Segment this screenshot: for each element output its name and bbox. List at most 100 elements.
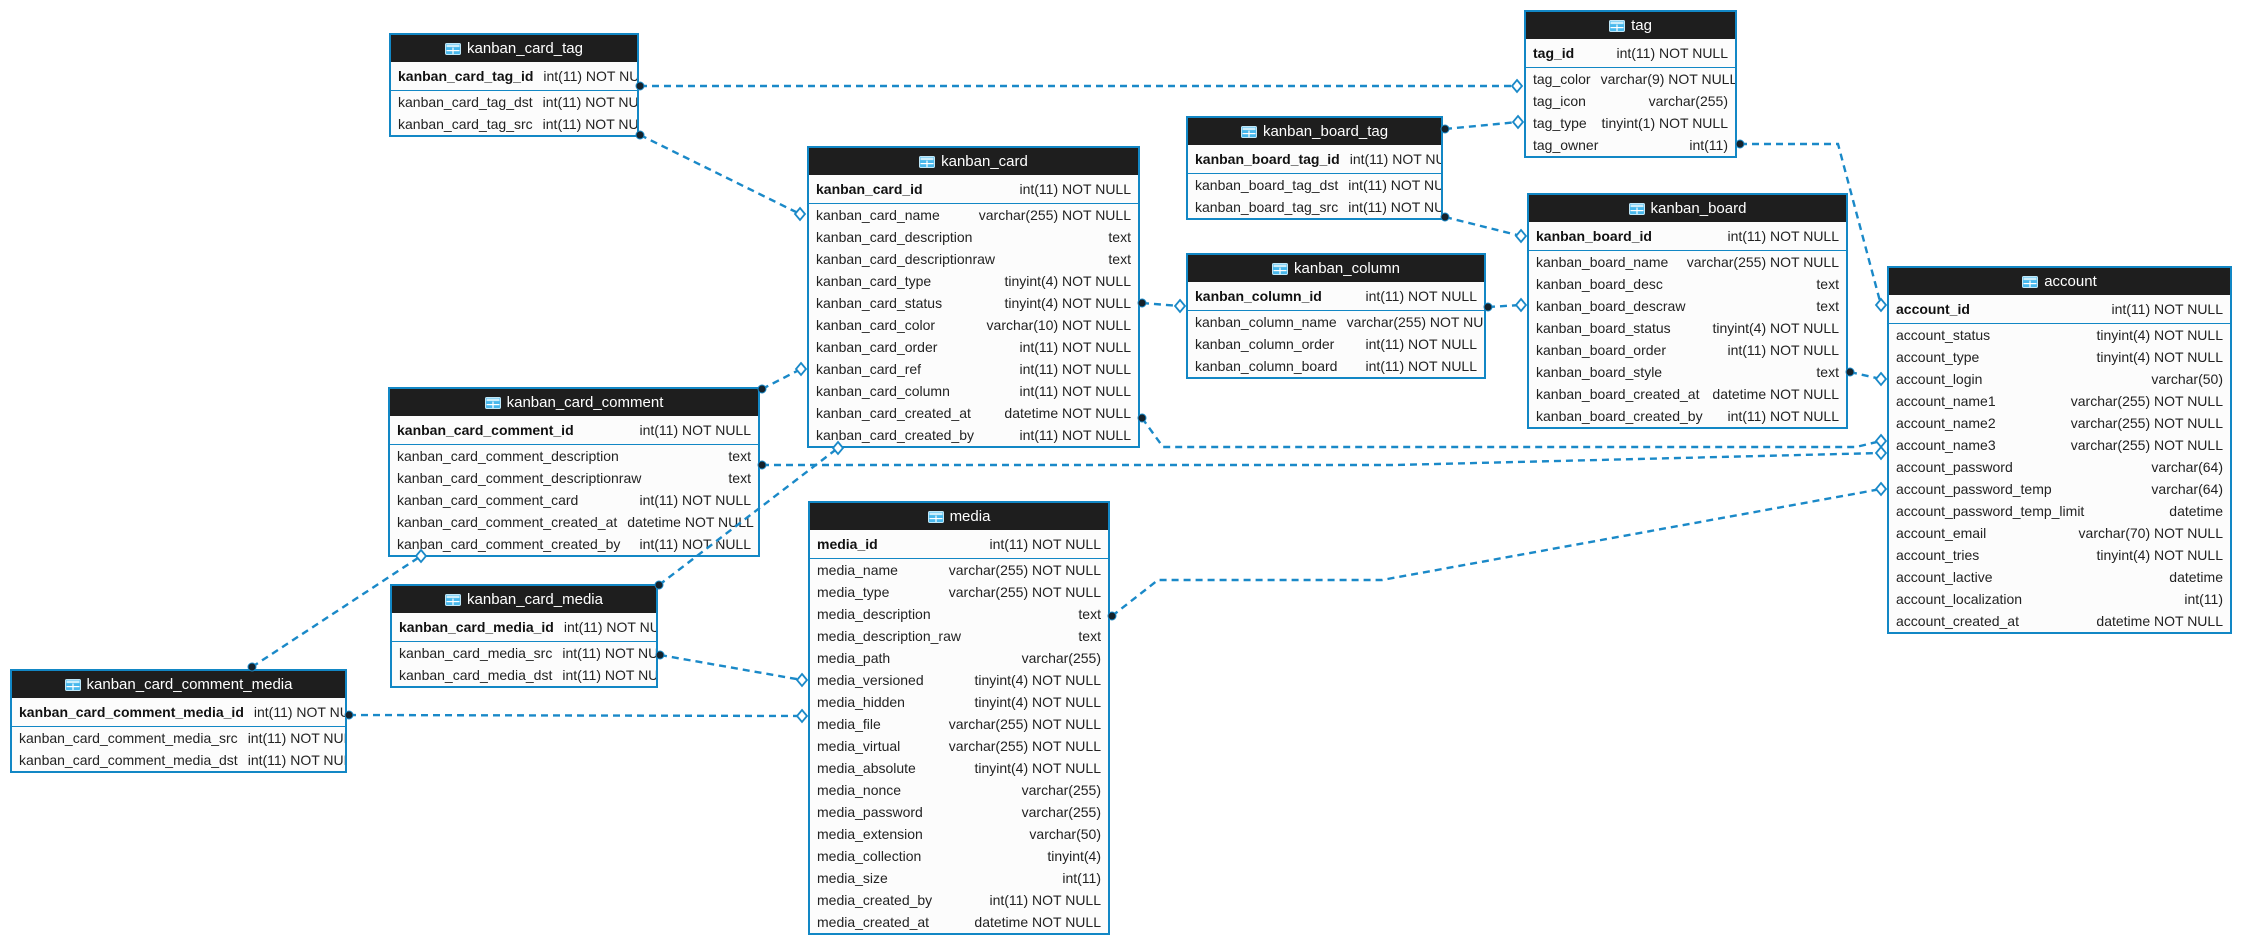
table-header[interactable]: kanban_card_comment bbox=[390, 389, 758, 416]
relationship-line[interactable] bbox=[659, 653, 803, 682]
relationship-line[interactable] bbox=[762, 451, 1882, 467]
relationship-kanban_card_tag-tag[interactable] bbox=[635, 78, 1524, 94]
relationship-line[interactable] bbox=[348, 713, 803, 718]
relationship-media-account[interactable] bbox=[1107, 481, 1888, 621]
relationship-line[interactable] bbox=[1444, 120, 1519, 131]
relationship-kanban_card_tag-kanban_card[interactable] bbox=[635, 130, 807, 222]
relationship-kanban_board-account[interactable] bbox=[1845, 367, 1888, 387]
table-header[interactable]: kanban_card_comment_media bbox=[12, 671, 345, 698]
table-header[interactable]: kanban_card bbox=[809, 148, 1138, 175]
relationship-kanban_column-kanban_board[interactable] bbox=[1483, 297, 1528, 313]
table-header[interactable]: kanban_board_tag bbox=[1188, 118, 1441, 145]
relationship-kanban_card-kanban_column[interactable] bbox=[1137, 298, 1187, 314]
table-header[interactable]: tag bbox=[1526, 12, 1735, 39]
table-header[interactable]: kanban_card_media bbox=[392, 586, 656, 613]
relationship-line[interactable] bbox=[1444, 215, 1522, 238]
relationship-line[interactable] bbox=[639, 133, 801, 216]
relationship-kanban_card_media-media[interactable] bbox=[655, 650, 809, 688]
table-header[interactable]: kanban_column bbox=[1188, 255, 1484, 282]
relationship-line[interactable] bbox=[761, 367, 802, 391]
relationship-kanban_card_comment-account[interactable] bbox=[757, 445, 1888, 470]
relationship-kanban_board_tag-tag[interactable] bbox=[1440, 114, 1525, 134]
